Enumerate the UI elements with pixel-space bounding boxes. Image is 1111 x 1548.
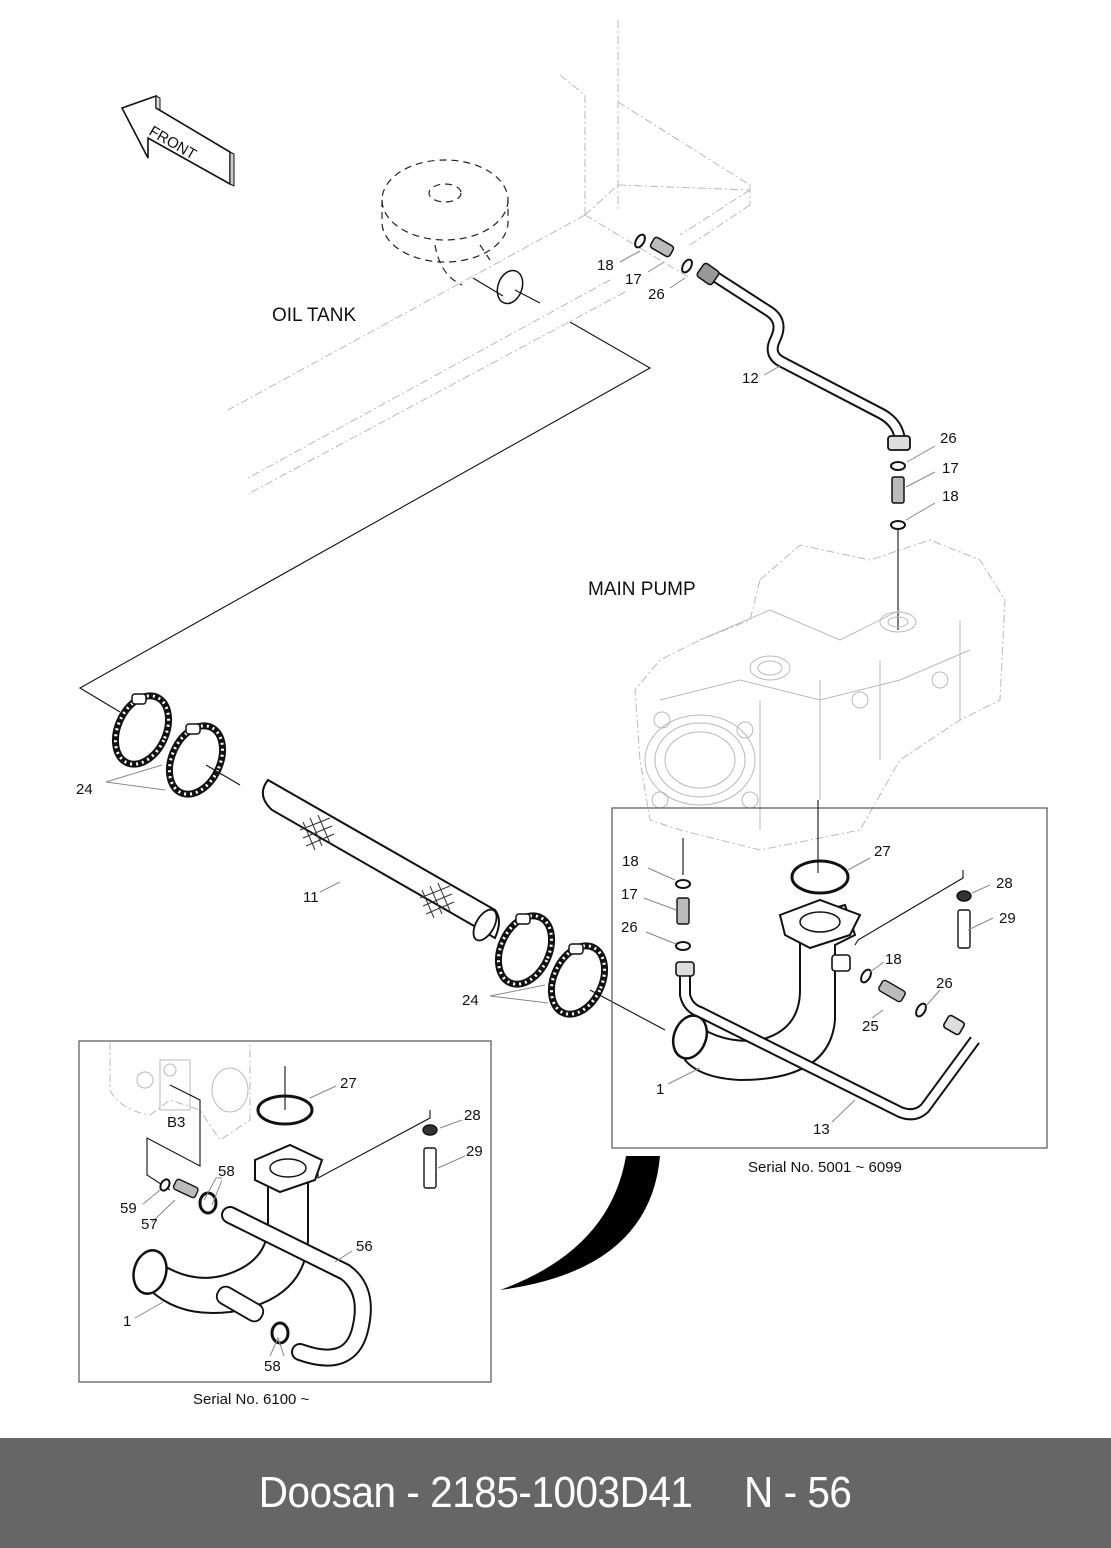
front-arrow-icon: FRONT — [120, 94, 235, 187]
label-part-17-lower: 17 — [942, 460, 959, 477]
curved-pointer-arrow — [500, 1156, 660, 1290]
label-part-17: 17 — [625, 271, 642, 288]
inset-a-label-13: 13 — [813, 1121, 830, 1138]
inset-b-label-58b: 58 — [264, 1358, 281, 1375]
label-part-24-lower: 24 — [462, 992, 479, 1009]
inset-b-label-58: 58 — [218, 1163, 235, 1180]
footer-separator: - — [406, 1468, 420, 1517]
upper-fittings: 18 17 26 — [597, 233, 693, 303]
inset-a-label-29: 29 — [999, 910, 1016, 927]
hose-clamps-lower: 24 — [462, 912, 666, 1031]
hose-clamps-upper: 24 — [76, 692, 227, 798]
port-label-b3: B3 — [167, 1114, 185, 1131]
oil-tank-outline — [227, 20, 751, 495]
mesh-pattern — [299, 814, 455, 919]
inset-b-label-28: 28 — [464, 1107, 481, 1124]
footer-bar: Doosan - 2185-1003D41 N - 56 — [0, 1438, 1111, 1548]
inset-a-label-17: 17 — [621, 886, 638, 903]
label-part-24: 24 — [76, 781, 93, 798]
tank-leader-line — [78, 321, 652, 713]
oil-tank-label: OIL TANK — [272, 305, 356, 326]
main-pump-outline — [634, 539, 1006, 851]
inset-b-label-56: 56 — [356, 1238, 373, 1255]
label-part-12: 12 — [742, 370, 759, 387]
tank-suction-port — [381, 159, 541, 305]
footer-page-ref: N - 56 — [744, 1468, 852, 1517]
inset-b-label-27: 27 — [340, 1075, 357, 1092]
inset-b-label-1: 1 — [123, 1313, 131, 1330]
inset-b-serial: Serial No. 6100 ~ — [193, 1391, 310, 1408]
inset-a-label-18: 18 — [622, 853, 639, 870]
inset-a-label-26b: 26 — [936, 975, 953, 992]
label-part-26-lower: 26 — [940, 430, 957, 447]
inset-b-label-59: 59 — [120, 1200, 137, 1217]
lower-fittings: 26 17 18 — [890, 430, 959, 630]
inset-a-label-27: 27 — [874, 843, 891, 860]
label-part-18-lower: 18 — [942, 488, 959, 505]
parts-diagram: FRONT OIL TANK MAIN PUMP 18 17 26 12 26 … — [76, 20, 1048, 1408]
footer-brand: Doosan — [259, 1468, 396, 1517]
inset-a-serial: Serial No. 5001 ~ 6099 — [748, 1159, 902, 1176]
footer-part-number: 2185-1003D41 — [430, 1468, 694, 1517]
inset-a-label-18b: 18 — [885, 951, 902, 968]
label-part-18: 18 — [597, 257, 614, 274]
inset-a-label-28: 28 — [996, 875, 1013, 892]
inset-serial-6100: B3 27 28 29 58 59 57 5 — [78, 1040, 492, 1408]
label-part-11: 11 — [303, 889, 319, 906]
main-pump-label: MAIN PUMP — [588, 579, 696, 600]
inset-serial-5001-6099: 18 17 26 27 28 29 18 26 25 1 13 Serial N… — [611, 800, 1048, 1176]
inset-a-label-25: 25 — [862, 1018, 879, 1035]
inset-b-label-57: 57 — [141, 1216, 158, 1233]
label-part-26: 26 — [648, 286, 665, 303]
hose-12: 12 — [696, 262, 911, 451]
footer-caption: Doosan - 2185-1003D41 N - 56 — [259, 1468, 852, 1518]
inset-a-label-26: 26 — [621, 919, 638, 936]
inset-b-label-29: 29 — [466, 1143, 483, 1160]
inset-a-label-1: 1 — [656, 1081, 664, 1098]
suction-hose-11: 11 — [205, 764, 500, 942]
